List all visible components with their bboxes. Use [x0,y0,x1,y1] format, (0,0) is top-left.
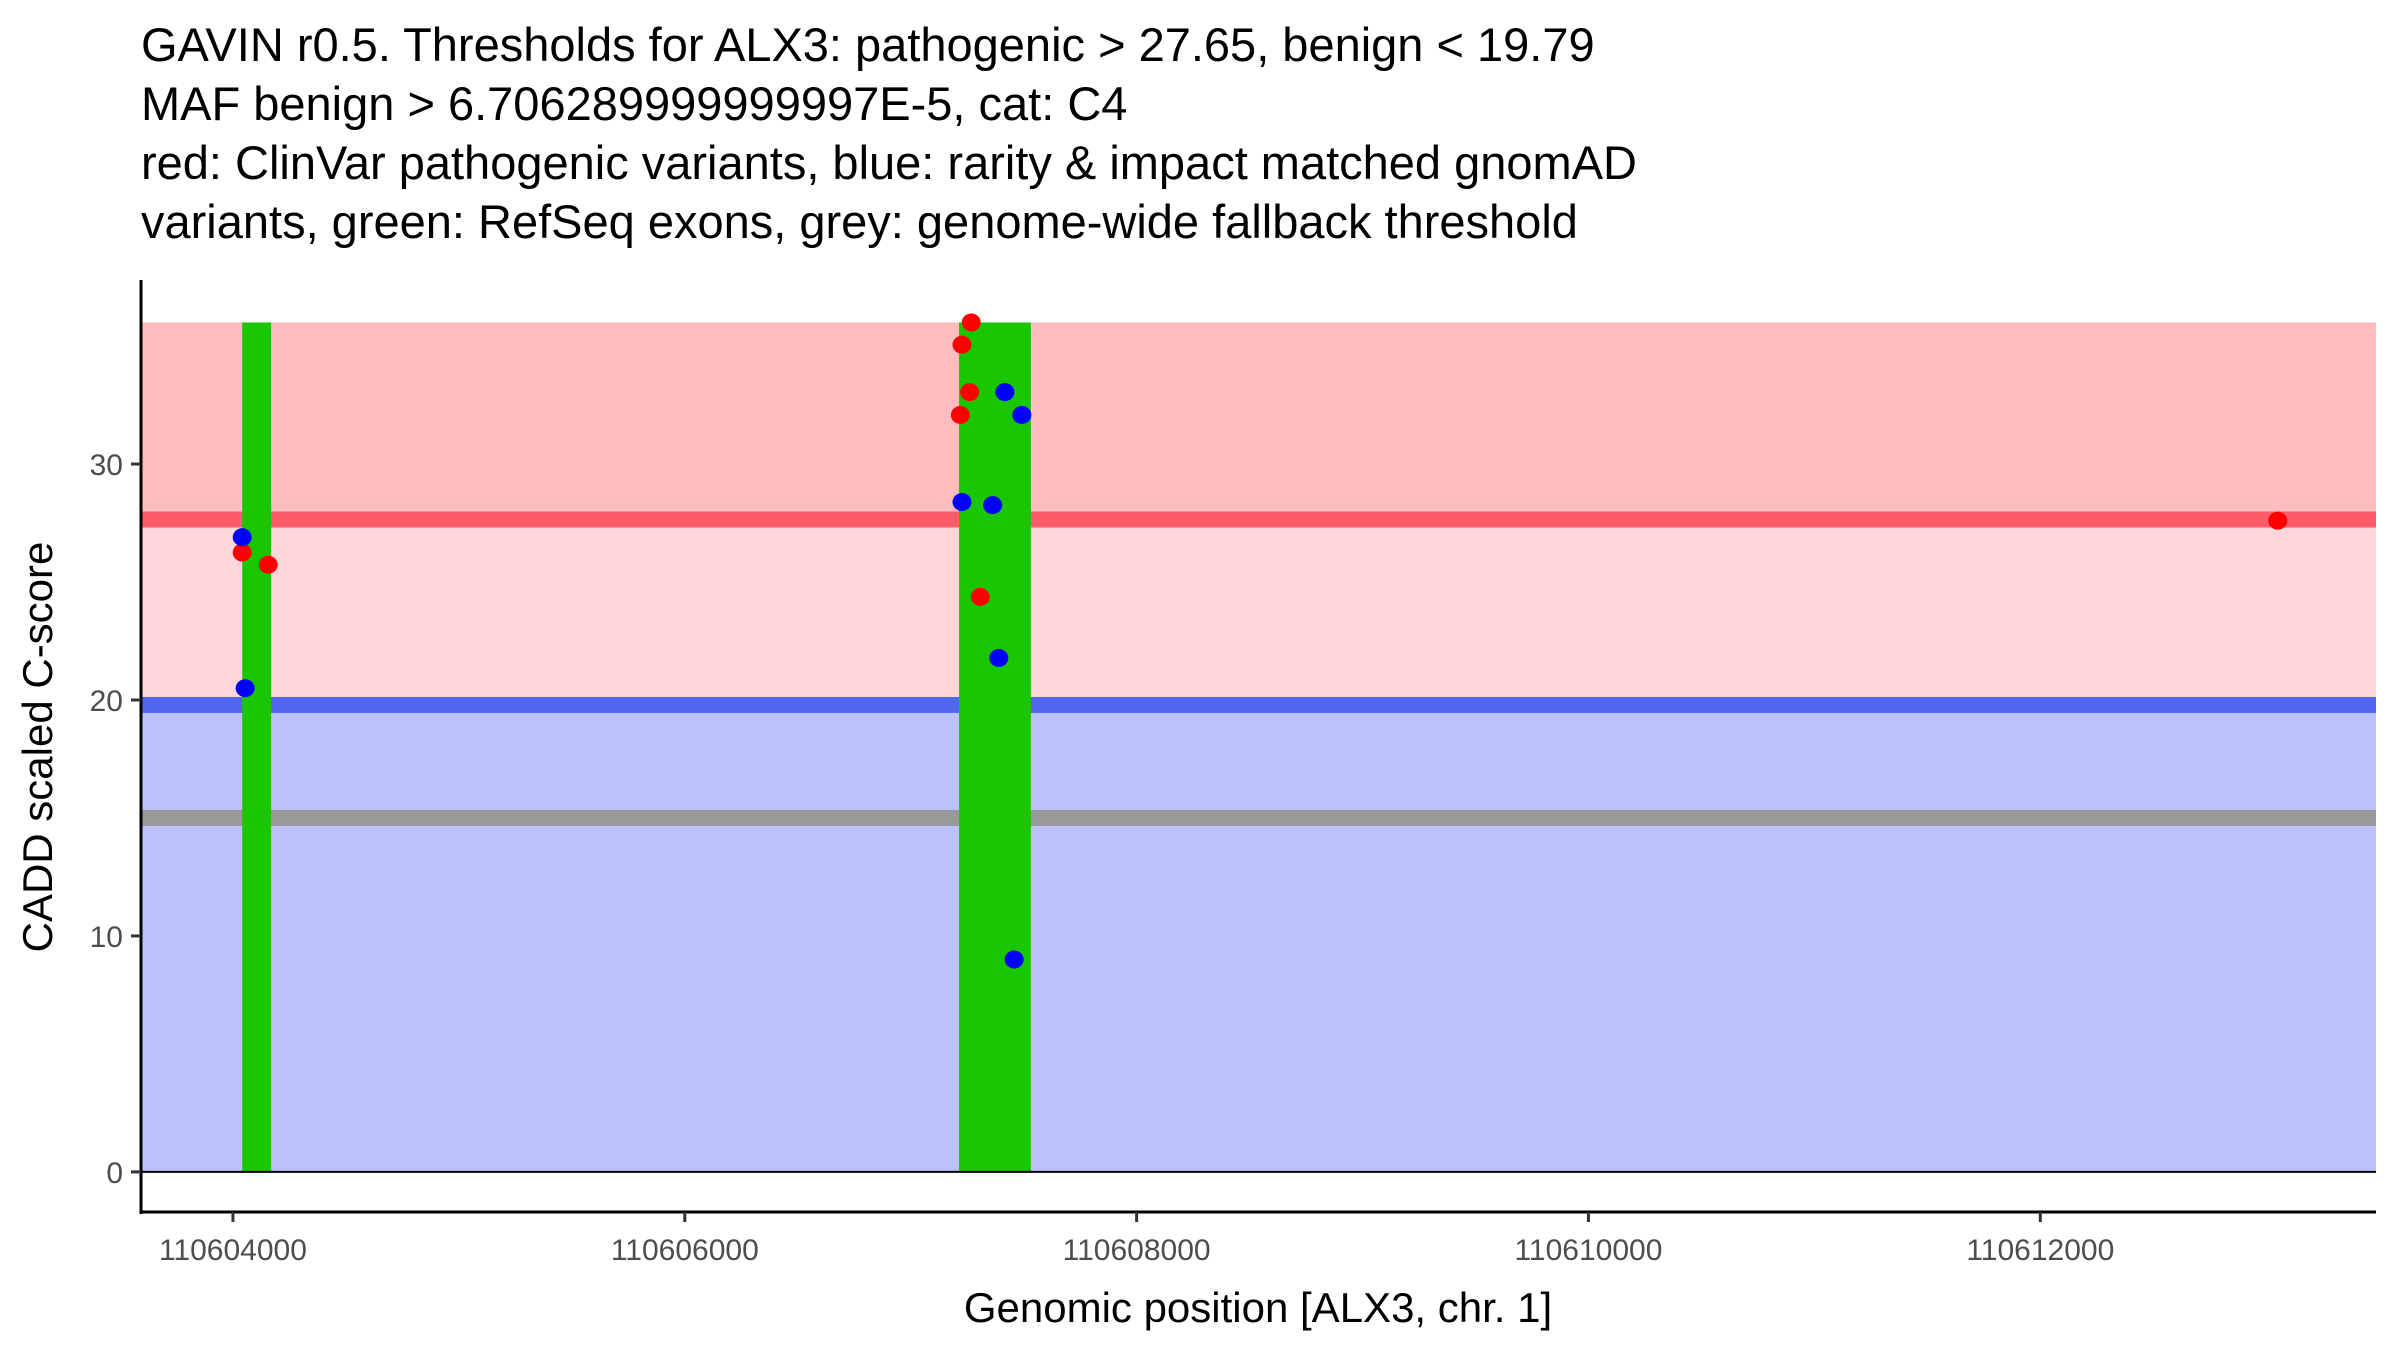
benign-band [141,704,2376,1172]
clinvar-point [232,543,252,562]
intermediate-band [141,519,2376,705]
x-axis-label: Genomic position [ALX3, chr. 1] [964,1284,1552,1331]
fallback-threshold-line [141,809,2376,826]
pathogenic-threshold-line [141,511,2376,528]
x-tick-label: 110610000 [1514,1234,1662,1267]
title-line: red: ClinVar pathogenic variants, blue: … [141,136,1637,189]
y-tick-label: 0 [106,1157,123,1190]
clinvar-point [961,313,981,332]
exons [242,322,1031,1172]
exon-bar [959,322,1031,1172]
y-axis-label: CADD scaled C-score [14,542,61,953]
clinvar-point [952,335,972,354]
y-tick-label: 30 [90,449,123,482]
gnomad-point [1012,405,1032,424]
benign-threshold-line [141,696,2376,713]
gnomad-point [983,496,1003,515]
clinvar-point [950,405,970,424]
title-line: MAF benign > 6.706289999999997E-5, cat: … [141,77,1127,130]
x-tick-label: 110612000 [1966,1234,2114,1267]
exon-bar [242,322,272,1172]
clinvar-point [258,555,278,574]
pathogenic-band [141,322,2376,520]
clinvar-point [2268,511,2288,530]
bands [141,322,2376,1172]
y-tick-label: 10 [90,921,123,954]
x-tick-label: 110606000 [611,1234,759,1267]
title-line: variants, green: RefSeq exons, grey: gen… [141,195,1578,248]
x-tick-label: 110608000 [1063,1234,1211,1267]
y-tick-label: 20 [90,685,123,718]
gnomad-point [989,648,1009,667]
points [232,313,2288,969]
axes: 0 10 20 30 110604000 110606000 110608000 110610… [90,280,2376,1267]
gnomad-point [232,528,252,547]
clinvar-point [960,383,980,402]
gnomad-point [235,679,255,698]
gnomad-point [1004,950,1024,969]
gnomad-point [995,383,1015,402]
title-line: GAVIN r0.5. Thresholds for ALX3: pathoge… [141,18,1595,71]
gnomad-point [952,493,972,512]
chart-title: GAVIN r0.5. Thresholds for ALX3: pathoge… [141,18,1637,248]
clinvar-point [970,587,990,606]
x-tick-label: 110604000 [159,1234,307,1267]
